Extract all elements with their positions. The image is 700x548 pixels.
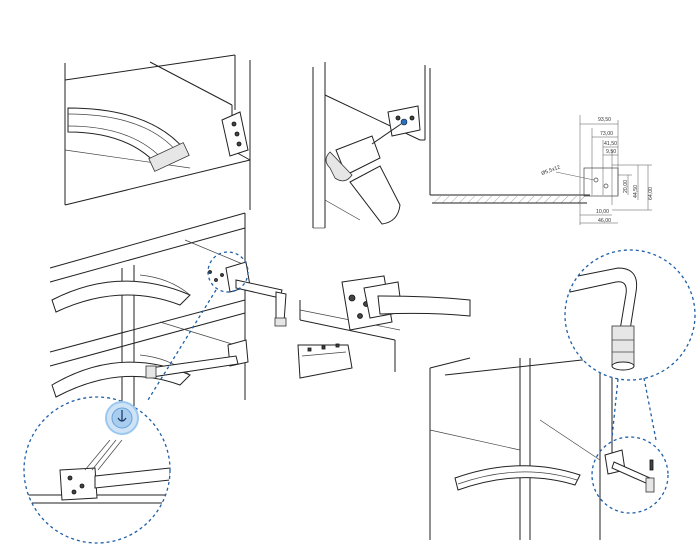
dim-73-00: 73,00 (600, 131, 613, 137)
dim-93-50: 93,50 (598, 117, 611, 123)
step4-cabinet-two-trays (49, 212, 287, 415)
detail-callout-top-right (564, 249, 696, 381)
swing-arm-bar (377, 295, 471, 317)
callout-bracket (59, 467, 98, 501)
arm-end-sleeve (611, 325, 635, 367)
dim-46-00: 46,00 (598, 218, 611, 224)
step2-screwdriver-fixing (312, 62, 426, 229)
dim-10-00: 10,00 (596, 209, 609, 215)
step5-arm-attachment (297, 275, 471, 379)
callout-arm (94, 467, 170, 489)
step6-cabinet-installed (429, 357, 655, 540)
upper-swing-arm (235, 279, 283, 299)
step1-cabinet-corner (64, 54, 251, 210)
installed-tray (454, 465, 581, 491)
dim-44-50: 44,50 (633, 185, 639, 198)
dimension-drawing: 93,50 73,00 41,50 9,50 20,00 44,50 64,00… (429, 68, 654, 225)
dim-9-50: 9,50 (606, 149, 616, 155)
dim-leader-screw: Ø5,5x12 (541, 164, 562, 176)
lower-swing-arm (149, 355, 239, 378)
screw-point (400, 118, 408, 126)
dim-41-50: 41,50 (604, 141, 617, 147)
dim-64-00: 64,00 (648, 187, 654, 200)
detail-callout-left (23, 396, 171, 544)
screwdriver-handle (349, 165, 401, 225)
tray-section (297, 344, 353, 379)
dim-20-00: 20,00 (623, 180, 629, 193)
detail-callout-bottom-right (591, 377, 669, 514)
tray-end-bracket (148, 142, 190, 172)
detail-marker-upper (207, 251, 249, 293)
